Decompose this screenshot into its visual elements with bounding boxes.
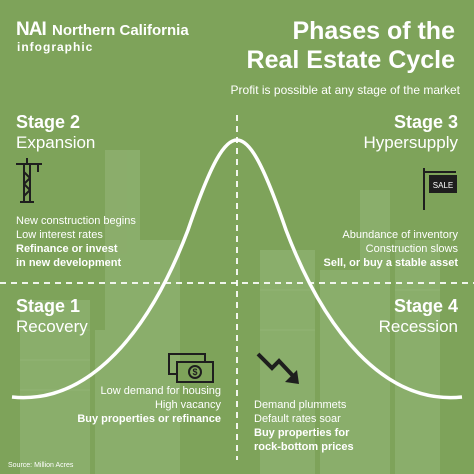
title-line-1: Phases of the [292,17,455,45]
stage2-name: Expansion [16,133,96,152]
subtitle: Profit is possible at any stage of the m… [230,83,460,97]
market-cycle-curve [11,138,463,400]
stage3-title: Stage 3 [393,112,458,132]
stage2-line2: Low interest rates [16,229,103,241]
stage1-title: Stage 1 [16,296,81,316]
stage4-description: Demand plummets Default rates soar Buy p… [254,398,454,454]
stage3-name: Hypersupply [363,133,459,152]
stage2-line1: New construction begins [16,215,136,227]
stage4-action1: Buy properties for [254,427,350,439]
stage1-action1: Buy properties or refinance [77,413,221,425]
stage1-line1: Low demand for housing [100,385,221,397]
source-credit: Source: Million Acres [8,462,74,469]
title-line-2: Real Estate Cycle [246,46,455,74]
stage3-line2: Construction slows [365,243,458,255]
logo-mark: NAI [16,19,47,40]
stage4-title: Stage 4 [393,296,458,316]
stage1-description: Low demand for housing High vacancy Buy … [30,384,221,426]
money-icon: $ [168,353,214,383]
svg-text:$: $ [192,367,197,377]
stage3-line1: Abundance of inventory [342,229,458,241]
stage1-line2: High vacancy [154,399,221,411]
stage4-action2: rock-bottom prices [254,441,354,453]
logo-name: Northern California [52,22,189,39]
logo-subtitle: infographic [17,40,94,54]
crane-icon [16,158,42,203]
stage4-line1: Demand plummets [254,399,347,411]
stage2-action2: in new development [16,257,122,269]
stage3-action1: Sell, or buy a stable asset [323,257,458,269]
sale-sign-icon: SALE [423,168,457,210]
stage2-action1: Refinance or invest [16,243,118,255]
stage3-description: Abundance of inventory Construction slow… [268,228,458,270]
stage1-name: Recovery [16,317,88,336]
stage4-line2: Default rates soar [254,413,341,425]
stage4-name: Recession [378,317,458,336]
down-trend-arrow-icon [256,352,299,384]
sale-sign-text: SALE [433,181,453,190]
stage2-title: Stage 2 [16,112,81,132]
stage2-description: New construction begins Low interest rat… [16,214,206,270]
